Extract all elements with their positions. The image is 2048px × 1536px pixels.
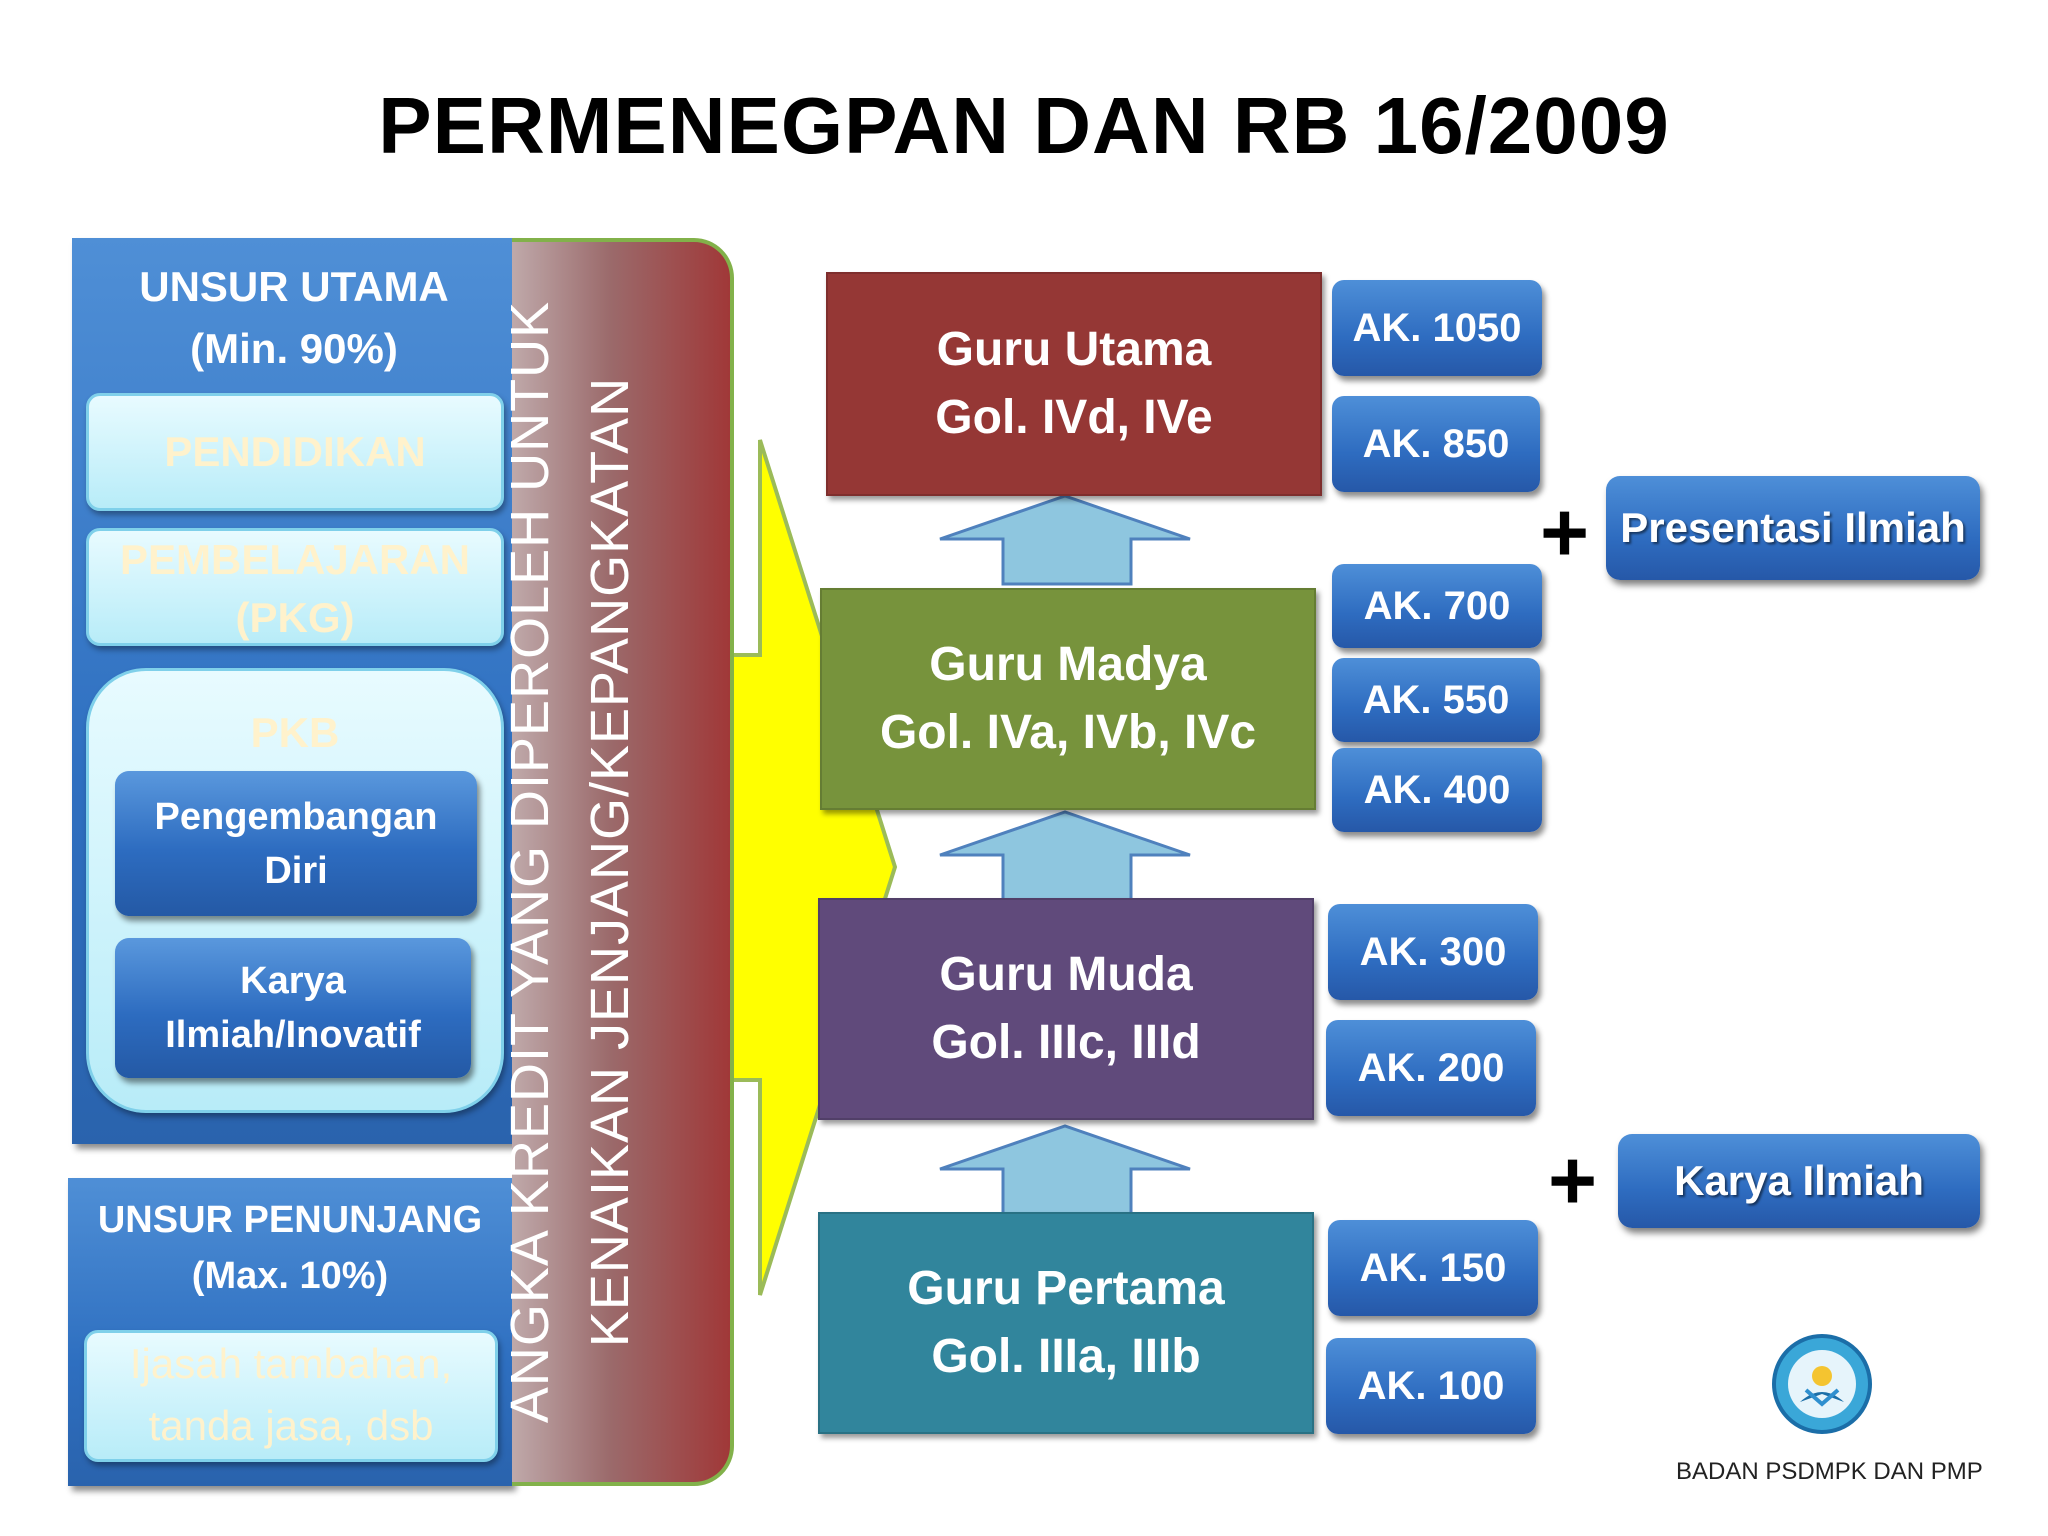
karya-ilmiah-inovatif-line1: Karya [240,960,346,1002]
level-name: Guru Madya [929,638,1207,691]
pembelajaran-label-line2: (PKG) [235,594,355,641]
unsur-penunjang-panel: UNSUR PENUNJANG (Max. 10%) Ijasah tambah… [68,1178,512,1486]
unsur-utama-heading-line1: UNSUR UTAMA [139,263,449,310]
pengembangan-diri-line1: Pengembangan [154,795,438,838]
up-arrow-icon [939,1124,1191,1216]
ijasah-label: Ijasah tambahan, tanda jasa, dsb [87,1333,495,1457]
ak-badge: AK. 850 [1332,396,1540,492]
level-guru-utama: Guru Utama Gol. IVd, IVe [826,272,1322,496]
ijasah-line2: tanda jasa, dsb [148,1402,434,1449]
ak-badge: AK. 150 [1328,1220,1538,1316]
level-name: Guru Pertama [907,1262,1225,1315]
ak-badge: AK. 700 [1332,564,1542,648]
pembelajaran-label: PEMBELAJARAN (PKG) [89,531,501,647]
ak-badge: AK. 1050 [1332,280,1542,376]
karya-ilmiah-inovatif-line2: Ilmiah/Inovatif [165,1014,421,1056]
pendidikan-box: PENDIDIKAN [86,393,504,511]
plus-icon: + [1540,485,1590,579]
ak-badge: AK. 200 [1326,1020,1536,1116]
ak-badge: AK. 550 [1332,658,1540,742]
level-gol: Gol. IIIc, IIId [931,1016,1201,1069]
ak-badge: AK. 300 [1328,904,1538,1000]
plus-icon: + [1548,1133,1598,1227]
banner-line2: KENAIKAN JENJANG/KEPANGKATAN [580,376,640,1348]
page-title: PERMENEGPAN DAN RB 16/2009 [378,81,1670,170]
level-guru-pertama: Guru Pertama Gol. IIIa, IIIb [818,1212,1314,1434]
level-gol: Gol. IVd, IVe [935,391,1213,444]
pembelajaran-label-line1: PEMBELAJARAN [119,536,471,583]
level-name: Guru Utama [936,323,1212,376]
ak-badge: AK. 100 [1326,1338,1536,1434]
angka-kredit-banner [512,238,734,1486]
unsur-utama-heading-line2: (Min. 90%) [190,325,398,372]
presentasi-ilmiah-button: Presentasi Ilmiah [1606,476,1980,580]
unsur-penunjang-heading: UNSUR PENUNJANG (Max. 10%) [68,1192,512,1304]
ijasah-box: Ijasah tambahan, tanda jasa, dsb [84,1330,498,1462]
pkb-box: PKB Pengembangan Diri Karya Ilmiah/Inova… [86,668,504,1113]
ijasah-line1: Ijasah tambahan, [129,1340,453,1387]
level-name: Guru Muda [939,948,1193,1001]
karya-ilmiah-button: Karya Ilmiah [1618,1134,1980,1228]
pendidikan-label: PENDIDIKAN [164,428,426,475]
pembelajaran-box: PEMBELAJARAN (PKG) [86,528,504,646]
level-gol: Gol. IIIa, IIIb [931,1330,1201,1383]
level-guru-muda: Guru Muda Gol. IIIc, IIId [818,898,1314,1120]
level-gol: Gol. IVa, IVb, IVc [879,706,1257,759]
banner-line1: ANGKA KREDIT YANG DIPEROLEH UNTUK [500,300,560,1424]
angka-kredit-banner-text: ANGKA KREDIT YANG DIPEROLEH UNTUK KENAIK… [490,272,650,1452]
unsur-penunjang-heading-line2: (Max. 10%) [191,1255,389,1297]
unsur-penunjang-heading-line1: UNSUR PENUNJANG [97,1199,483,1241]
ak-badge: AK. 400 [1332,748,1542,832]
karya-ilmiah-inovatif-button: Karya Ilmiah/Inovatif [115,938,471,1078]
unsur-utama-panel: UNSUR UTAMA (Min. 90%) PENDIDIKAN PEMBEL… [72,238,516,1144]
pkb-label: PKB [250,709,340,756]
up-arrow-icon [939,494,1191,586]
tut-wuri-handayani-logo [1772,1334,1872,1434]
up-arrow-icon [939,810,1191,902]
level-guru-madya: Guru Madya Gol. IVa, IVb, IVc [820,588,1316,810]
pengembangan-diri-line2: Diri [264,849,328,892]
unsur-utama-heading: UNSUR UTAMA (Min. 90%) [72,256,516,380]
footer-text: BADAN PSDMPK DAN PMP [1676,1458,1983,1485]
pengembangan-diri-button: Pengembangan Diri [115,771,477,916]
